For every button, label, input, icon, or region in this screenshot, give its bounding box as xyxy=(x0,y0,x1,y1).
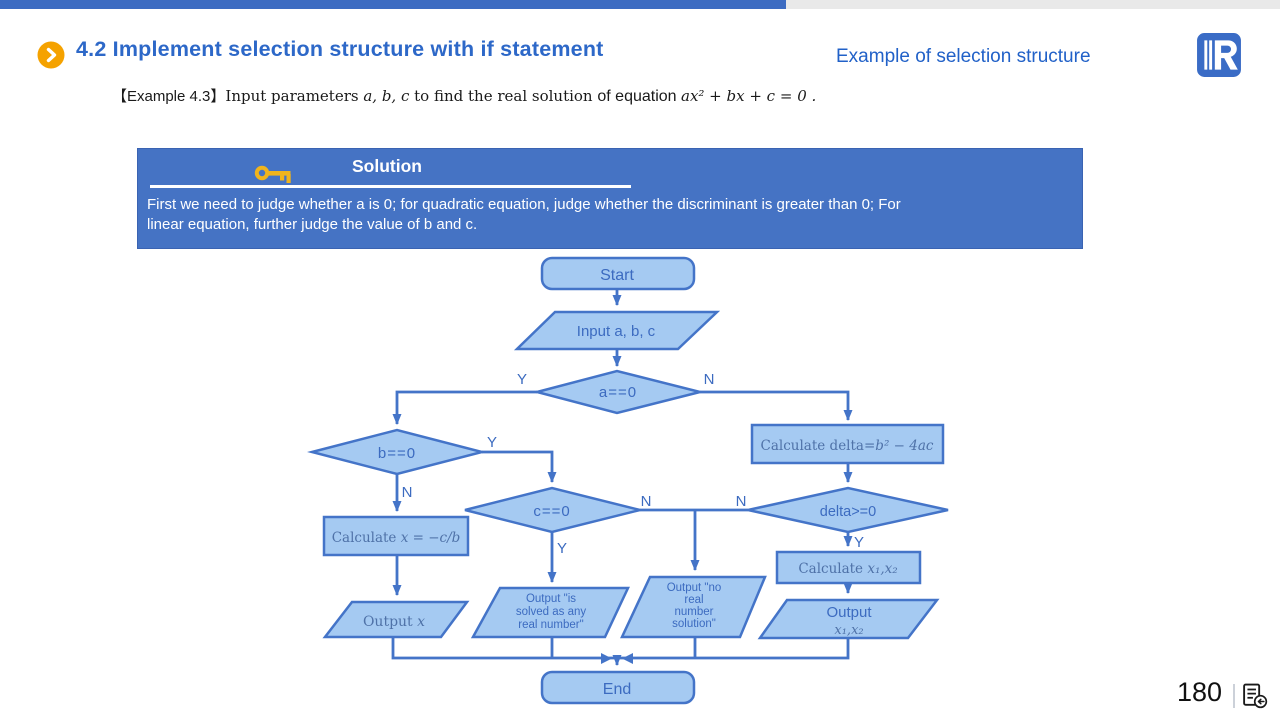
svg-text:Calculate x = −c/b: Calculate x = −c/b xyxy=(332,530,461,546)
node-input-label: Input a, b, c xyxy=(577,323,656,340)
key-icon xyxy=(254,165,291,183)
flowchart-node-calc-x: Calculate x = −c/b xyxy=(322,515,470,557)
branch-label-y: Y xyxy=(557,540,567,557)
node-output-x-math: x xyxy=(417,614,425,630)
example-label: 【Example 4.3】 xyxy=(112,88,226,105)
flowchart-node-end: End xyxy=(540,670,696,705)
flowchart-branch-labels: Y N Y N Y N N Y xyxy=(402,371,864,557)
example-text2: to find the real solution xyxy=(409,87,598,105)
publisher-logo-icon xyxy=(1197,33,1241,77)
node-cond-b-label: b==0 xyxy=(378,445,416,462)
flowchart-node-start: Start xyxy=(540,256,696,291)
flowchart-node-cond-b: b==0 xyxy=(307,428,487,476)
page-title: 4.2 Implement selection structure with i… xyxy=(76,37,604,61)
flowchart-node-input-abc: Input a, b, c xyxy=(513,310,721,351)
solution-underline xyxy=(150,185,631,188)
branch-label-y: Y xyxy=(854,534,864,551)
flowchart-node-calc-delta: Calculate delta=b² − 4ac xyxy=(750,423,945,465)
solution-body-line: First we need to judge whether a is 0; f… xyxy=(147,196,901,213)
flowchart-node-output-x12: Output x₁,x₂ xyxy=(757,598,940,640)
example-statement: 【Example 4.3】Input parameters a, b, c to… xyxy=(112,85,816,106)
svg-text:Calculate x₁,x₂: Calculate x₁,x₂ xyxy=(798,561,897,577)
merge-arrow-left xyxy=(622,653,633,664)
svg-text:Calculate delta=b² − 4ac: Calculate delta=b² − 4ac xyxy=(761,438,934,454)
node-calc-x-math: x = −c/b xyxy=(401,530,461,546)
node-calc-x12-math: x₁,x₂ xyxy=(867,561,897,577)
example-text3: of equation xyxy=(597,88,681,105)
top-bar-blue xyxy=(0,0,786,9)
flowchart-node-cond-c: c==0 xyxy=(464,486,641,534)
node-output-x12-math: x₁,x₂ xyxy=(834,623,863,638)
node-end-label: End xyxy=(603,681,631,698)
node-output-none-line1: Output "no xyxy=(667,582,722,594)
example-equation: ax² + bx + c = 0 . xyxy=(681,87,817,105)
svg-text:Output x: Output x xyxy=(363,614,425,630)
branch-label-n: N xyxy=(641,493,652,510)
footer-divider xyxy=(1233,684,1235,708)
flowchart-node-output-x: Output x xyxy=(322,600,470,639)
node-cond-a-label: a==0 xyxy=(599,384,637,401)
example-math-params: a, b, c xyxy=(363,87,410,105)
document-return-icon[interactable] xyxy=(1241,682,1268,709)
node-output-none-line3: number xyxy=(675,606,714,618)
solution-panel: Solution First we need to judge whether … xyxy=(137,148,1083,249)
example-text: Input parameters xyxy=(225,87,364,105)
merge-arrow-right xyxy=(601,653,612,664)
solution-body-line: linear equation, further judge the value… xyxy=(147,215,478,233)
branch-label-n: N xyxy=(736,493,747,510)
solution-heading: Solution xyxy=(352,156,422,176)
branch-label-y: Y xyxy=(487,434,497,451)
node-output-none-line2: real xyxy=(684,594,703,606)
node-output-x12-line1: Output xyxy=(826,604,872,621)
node-cond-c-label: c==0 xyxy=(533,503,570,520)
flowchart-node-calc-x12: Calculate x₁,x₂ xyxy=(775,550,922,585)
node-cond-delta-label: delta>=0 xyxy=(820,504,876,520)
node-output-any-line2: solved as any xyxy=(516,606,587,618)
flowchart-connectors xyxy=(391,290,853,666)
node-calc-x12-prefix: Calculate xyxy=(798,561,867,577)
flowchart-node-output-any: Output "is solved as any real number" xyxy=(470,586,630,639)
node-calc-x-prefix: Calculate xyxy=(332,530,401,546)
node-output-any-line3: real number" xyxy=(518,619,583,631)
chevron-right-circle-icon xyxy=(37,41,65,69)
header-right-label: Example of selection structure xyxy=(836,46,1091,67)
branch-label-y: Y xyxy=(517,371,527,388)
branch-label-n: N xyxy=(704,371,715,388)
branch-label-n: N xyxy=(402,484,413,501)
footer-page-number: 180 xyxy=(1176,677,1222,707)
node-start-label: Start xyxy=(600,267,634,284)
node-output-any-line1: Output "is xyxy=(526,593,576,605)
top-bar-gray xyxy=(786,0,1280,9)
flowchart-node-cond-delta: delta>=0 xyxy=(747,486,949,534)
node-output-none-line4: solution" xyxy=(672,618,716,630)
flowchart-node-output-none: Output "no real number solution" xyxy=(620,575,767,639)
node-output-x-prefix: Output xyxy=(363,614,417,630)
node-calc-delta-math: b² − 4ac xyxy=(875,438,934,454)
solution-body: First we need to judge whether a is 0; f… xyxy=(147,195,901,235)
node-calc-delta-prefix: Calculate delta= xyxy=(761,438,876,454)
flowchart-node-cond-a: a==0 xyxy=(532,369,701,415)
